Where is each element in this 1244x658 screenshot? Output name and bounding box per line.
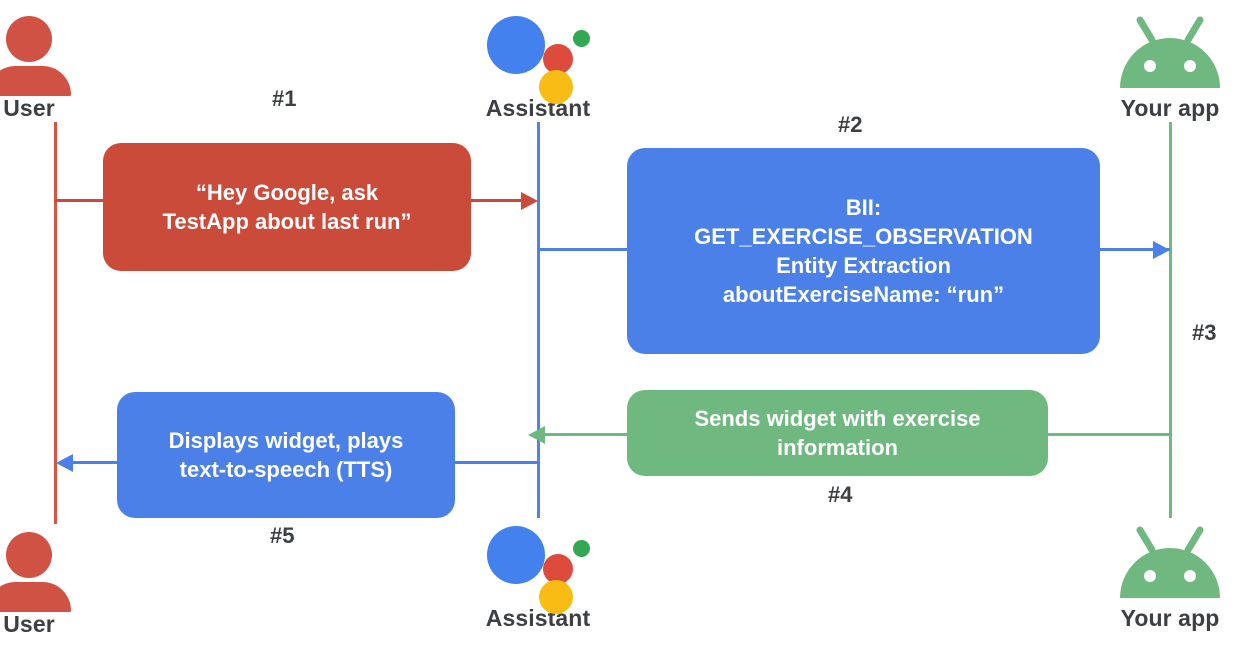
message-step-2-line-1: BII: <box>845 194 882 220</box>
person-icon <box>0 524 104 612</box>
assistant-green-dot-icon <box>573 30 590 47</box>
actor-label-assistant: Assistant <box>479 605 597 632</box>
message-box-step-5: Displays widget, plays text-to-speech (T… <box>117 392 455 518</box>
message-box-step-2-text: BII: GET_EXERCISE_OBSERVATION Entity Ext… <box>639 193 1088 309</box>
arrowhead-step-3 <box>1153 241 1170 259</box>
actor-label-user: User <box>0 611 61 638</box>
android-robot-shape <box>1110 524 1230 609</box>
actor-assistant-top: Assistant <box>463 8 613 122</box>
assistant-blue-dot-icon <box>487 16 545 74</box>
person-head-shape <box>6 16 52 62</box>
actor-user-top: User <box>0 8 104 122</box>
android-robot-icon <box>1095 8 1244 94</box>
arrowhead-step-4 <box>528 426 545 444</box>
step-label-5: #5 <box>266 523 299 549</box>
assistant-red-dot-icon <box>543 44 573 74</box>
message-step-1-line-2: TestApp about last run” <box>162 209 412 234</box>
lifeline-user <box>54 112 57 546</box>
android-robot-svg <box>1120 16 1220 88</box>
assistant-green-dot-icon <box>573 540 590 557</box>
message-step-5-line-1: Displays widget, plays <box>168 427 404 453</box>
message-box-step-5-text: Displays widget, plays text-to-speech (T… <box>129 426 443 484</box>
arrowhead-step-5 <box>56 454 73 472</box>
actor-your-app-top: Your app <box>1095 8 1244 122</box>
assistant-yellow-dot-icon <box>539 70 573 104</box>
message-box-step-4: Sends widget with exercise information <box>627 390 1048 476</box>
person-body-shape <box>0 66 71 96</box>
message-box-step-4-text: Sends widget with exercise information <box>639 404 1036 462</box>
person-icon <box>0 8 104 96</box>
actor-assistant-bottom: Assistant <box>463 518 613 632</box>
step-label-4: #4 <box>824 482 857 508</box>
message-box-step-1: “Hey Google, ask TestApp about last run” <box>103 143 471 271</box>
assistant-yellow-dot-icon <box>539 580 573 614</box>
message-step-2-line-3: Entity Extraction <box>776 253 951 278</box>
assistant-red-dot-icon <box>543 554 573 584</box>
message-step-5-line-2: text-to-speech (TTS) <box>179 457 393 482</box>
message-step-1-line-1: “Hey Google, ask <box>195 179 379 205</box>
step-label-3: #3 <box>1188 320 1221 346</box>
actor-label-your-app: Your app <box>1114 605 1226 632</box>
person-body-shape <box>0 582 71 612</box>
step-label-1: #1 <box>268 86 301 112</box>
android-robot-icon <box>1095 518 1244 604</box>
message-box-step-2: BII: GET_EXERCISE_OBSERVATION Entity Ext… <box>627 148 1100 354</box>
lifeline-assistant <box>537 112 540 546</box>
actor-label-assistant: Assistant <box>479 95 597 122</box>
message-step-4-line-2: information <box>777 435 898 460</box>
actor-label-user: User <box>0 95 61 122</box>
actor-label-your-app: Your app <box>1114 95 1226 122</box>
lifeline-your-app <box>1169 112 1172 546</box>
message-box-step-1-text: “Hey Google, ask TestApp about last run” <box>115 178 459 236</box>
actor-your-app-bottom: Your app <box>1095 518 1244 632</box>
android-robot-shape <box>1110 14 1230 99</box>
google-assistant-icon <box>463 8 613 104</box>
arrowhead-step-1 <box>521 192 538 210</box>
message-step-4-line-1: Sends widget with exercise <box>694 405 981 431</box>
message-step-2-line-2: GET_EXERCISE_OBSERVATION <box>694 223 1033 249</box>
assistant-blue-dot-icon <box>487 526 545 584</box>
actor-user-bottom: User <box>0 524 104 638</box>
person-head-shape <box>6 532 52 578</box>
message-step-2-line-4: aboutExerciseName: “run” <box>722 282 1005 308</box>
step-label-2: #2 <box>834 112 867 138</box>
android-robot-svg <box>1120 526 1220 598</box>
google-assistant-icon <box>463 518 613 614</box>
